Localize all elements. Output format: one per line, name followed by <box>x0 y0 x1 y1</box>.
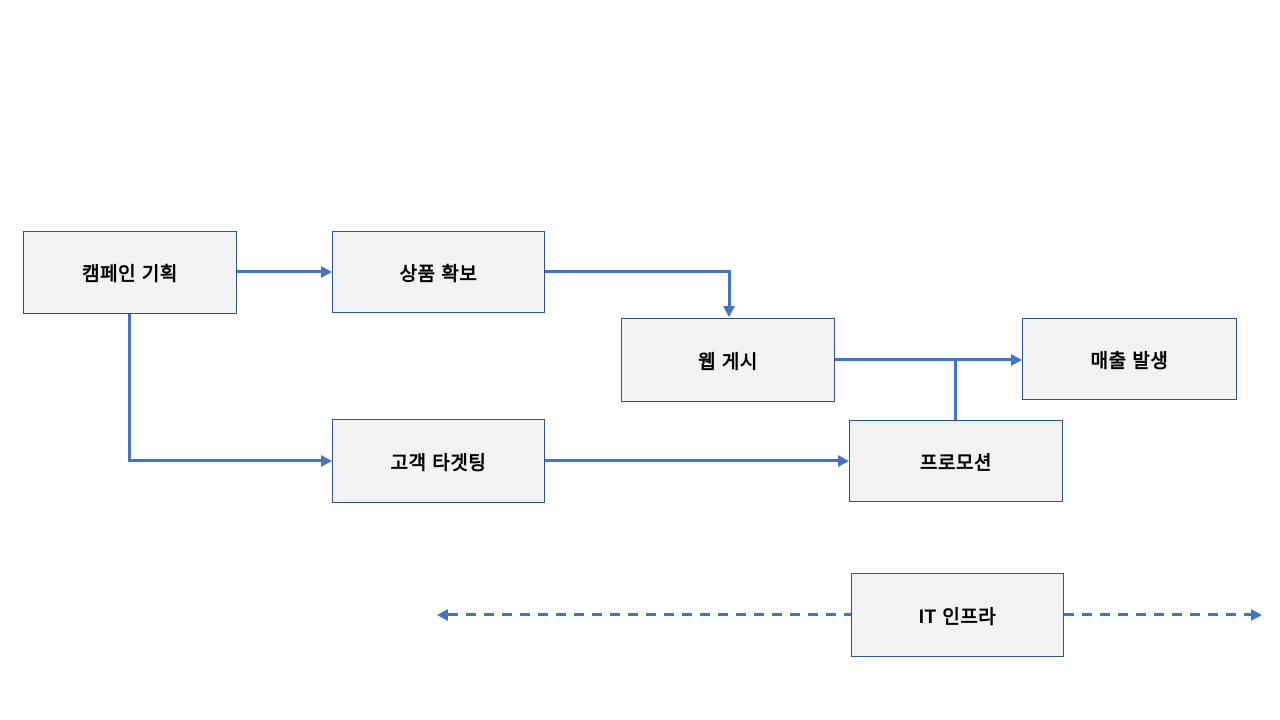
connector-campaign-to-targeting-horizontal <box>128 459 321 462</box>
connector-targeting-to-promotion <box>545 459 838 462</box>
node-label: 매출 발생 <box>1090 350 1169 372</box>
connector-promotion-branch <box>954 361 957 420</box>
node-web-posting: 웹 게시 <box>621 318 835 402</box>
node-promotion: 프로모션 <box>849 420 1063 502</box>
arrowhead-right-icon <box>1011 354 1022 366</box>
arrowhead-down-icon <box>723 306 735 317</box>
node-campaign-planning: 캠페인 기획 <box>23 231 237 314</box>
node-label: 웹 게시 <box>698 351 758 373</box>
arrowhead-right-icon <box>838 455 849 467</box>
node-sales-generation: 매출 발생 <box>1022 318 1237 400</box>
connector-it-infra-dashed-right <box>1064 613 1251 616</box>
node-customer-targeting: 고객 타겟팅 <box>332 419 545 503</box>
arrowhead-right-icon <box>321 455 332 467</box>
arrowhead-right-icon <box>321 266 332 278</box>
arrowhead-right-icon <box>1251 609 1262 621</box>
node-it-infrastructure: IT 인프라 <box>851 573 1064 657</box>
node-label: 고객 타겟팅 <box>390 452 487 474</box>
connector-product-to-web-vertical <box>728 270 731 307</box>
arrowhead-left-icon <box>437 609 448 621</box>
connector-it-infra-dashed-left <box>448 613 851 616</box>
node-label: IT 인프라 <box>918 606 997 628</box>
connector-product-to-web-horizontal <box>545 270 731 273</box>
node-label: 캠페인 기획 <box>82 264 178 285</box>
connector-campaign-to-product <box>237 270 323 273</box>
connector-web-to-sales <box>835 358 1011 361</box>
node-label: 프로모션 <box>920 452 992 474</box>
connector-campaign-to-targeting-vertical <box>128 314 131 461</box>
node-product-sourcing: 상품 확보 <box>332 231 545 313</box>
node-label: 상품 확보 <box>399 263 478 285</box>
